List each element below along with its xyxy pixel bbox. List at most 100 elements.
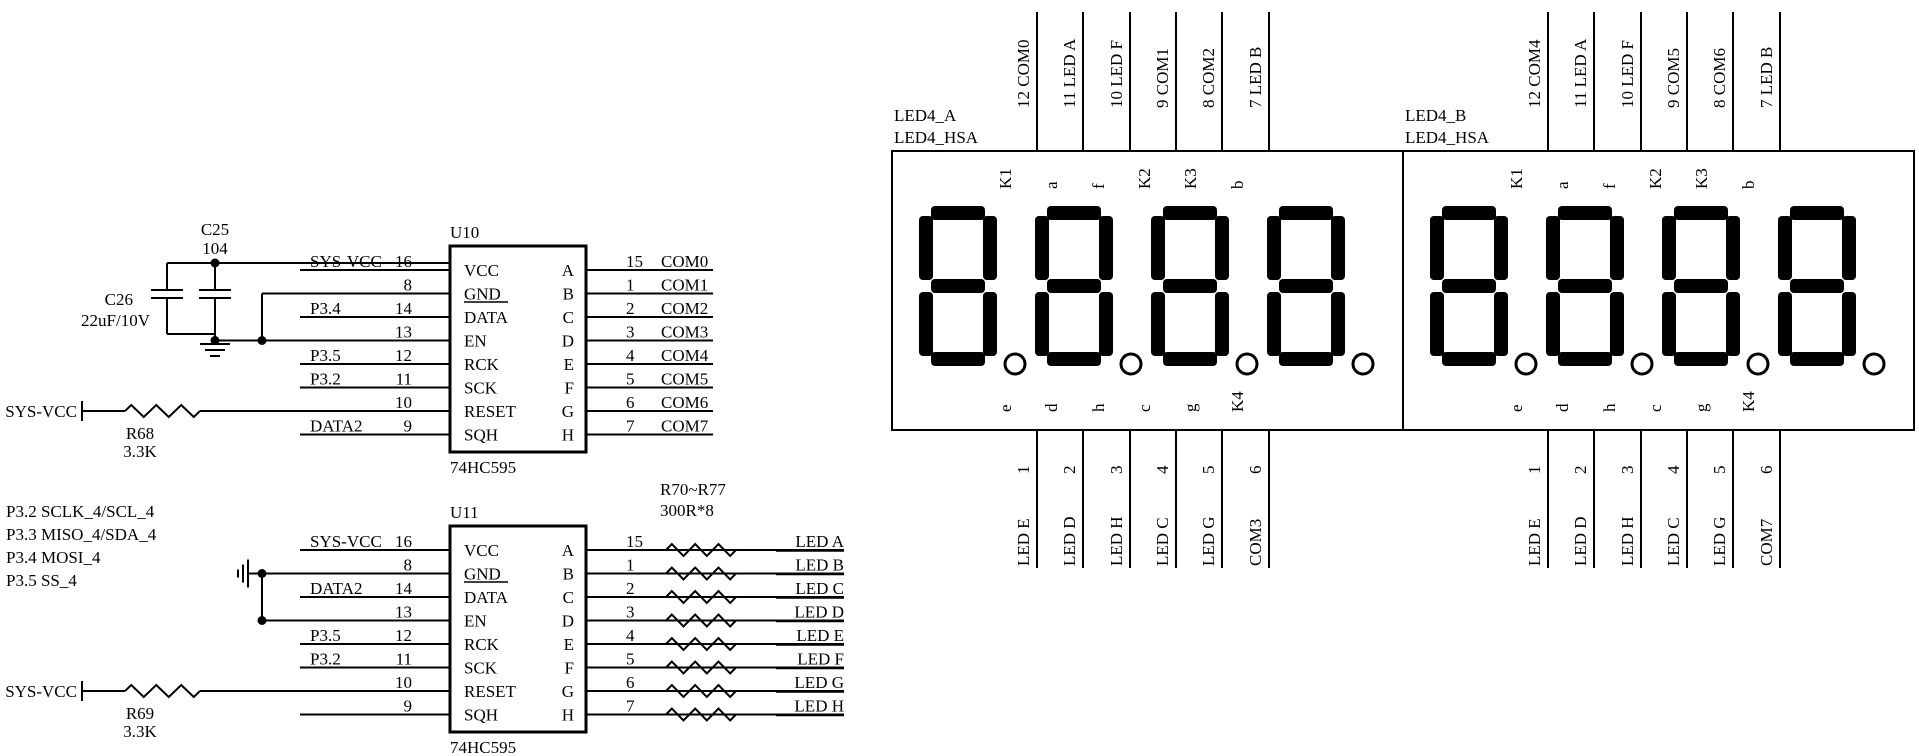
pin-number: 9 <box>404 697 413 716</box>
network-resistor <box>665 542 737 558</box>
pin-name: EN <box>464 612 487 631</box>
display-top-pin-10: 10 LED Ff <box>1600 12 1642 189</box>
segment-label: a <box>1553 181 1572 189</box>
junction-dot <box>257 569 267 578</box>
display-ref: LED4_A <box>894 106 957 125</box>
u11-part-number: 74HC595 <box>450 738 516 756</box>
pin-label: 8 COM6 <box>1710 48 1729 108</box>
pin-number: 4 <box>626 626 635 645</box>
net-label: LED C <box>1153 517 1172 566</box>
pin-number: 1 <box>626 276 635 295</box>
pin-number: 6 <box>1757 466 1776 475</box>
segment <box>1267 292 1281 356</box>
net-label: LED G <box>794 673 844 692</box>
segment <box>1494 216 1508 280</box>
segment <box>1151 292 1165 356</box>
pin-number: 16 <box>395 532 412 551</box>
segment-label: b <box>1739 181 1758 190</box>
segment <box>1279 352 1333 366</box>
segment <box>1047 352 1101 366</box>
segment-label: K3 <box>1181 168 1200 189</box>
pin-number: 14 <box>395 299 413 318</box>
pin-number: 15 <box>626 532 643 551</box>
pin-number: 4 <box>626 346 635 365</box>
pin-number: 1 <box>626 556 635 575</box>
segment <box>1842 292 1856 356</box>
segment-label: f <box>1089 183 1108 189</box>
segment <box>1442 206 1496 220</box>
net-label: LED G <box>1710 516 1729 566</box>
pin-number: 2 <box>1571 466 1590 475</box>
pin-name: DATA <box>464 588 509 607</box>
segment <box>1674 279 1728 293</box>
segment <box>1662 292 1676 356</box>
pin-label: 9 COM1 <box>1153 48 1172 108</box>
pin-name: B <box>563 285 574 304</box>
segment <box>1726 292 1740 356</box>
segment-label: K1 <box>996 168 1015 189</box>
segment <box>1279 279 1333 293</box>
net-label: SYS-VCC <box>310 532 382 551</box>
pin-number: 16 <box>395 252 412 271</box>
pin-number: 1 <box>1525 466 1544 475</box>
net-label: COM6 <box>661 393 708 412</box>
segment-label: K1 <box>1507 168 1526 189</box>
u11-ref: U11 <box>450 503 479 522</box>
net-label: P3.4 <box>310 299 341 318</box>
net-label: LED D <box>1571 516 1590 566</box>
pin-number: 3 <box>1107 466 1126 475</box>
resistor-symbol <box>124 403 201 419</box>
net-label: COM4 <box>661 346 709 365</box>
segment <box>919 292 933 356</box>
net-label: LED E <box>1525 518 1544 566</box>
seven-seg-digit <box>1430 206 1538 376</box>
segment <box>931 279 985 293</box>
segment-label: K4 <box>1228 391 1247 412</box>
pin-label: 9 COM5 <box>1664 48 1683 108</box>
pin-name: G <box>562 402 574 421</box>
seven-seg-digit <box>1035 206 1143 376</box>
ground-symbol <box>200 334 230 357</box>
segment <box>1790 279 1844 293</box>
pin-name: D <box>562 332 574 351</box>
pin-name: H <box>562 706 574 725</box>
pin-name: GND <box>464 565 501 584</box>
segment <box>1610 216 1624 280</box>
net-label: LED D <box>1060 516 1079 566</box>
segment <box>1842 216 1856 280</box>
pin-number: 2 <box>626 299 635 318</box>
pin-number: 3 <box>626 323 635 342</box>
resistor-value: 3.3K <box>123 442 157 461</box>
pin-label: 7 LED B <box>1246 47 1265 108</box>
pin-number: 7 <box>626 417 635 436</box>
display-top-pin-10: 10 LED F f <box>1089 12 1131 189</box>
net-label: SYS-VCC <box>310 252 382 271</box>
decimal-point <box>1351 352 1375 376</box>
pin-label: 10 LED F <box>1107 40 1126 108</box>
pin-name: F <box>565 379 574 398</box>
net-label: LED H <box>794 697 844 716</box>
segment-label: d <box>1042 403 1061 412</box>
pin-label: 11 LED A <box>1060 38 1079 108</box>
segment <box>931 352 985 366</box>
segment-label: K4 <box>1739 391 1758 412</box>
net-label: COM5 <box>661 370 708 389</box>
net-label: LED A <box>795 532 844 551</box>
net-label: LED C <box>1664 517 1683 566</box>
